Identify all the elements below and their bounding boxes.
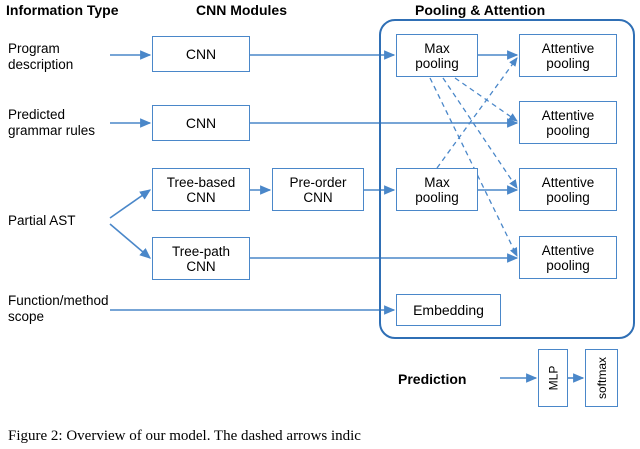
header-information-type: Information Type: [6, 2, 119, 18]
box-tree-based-cnn[interactable]: Tree-based CNN: [152, 168, 250, 211]
box-attentive-pooling-4[interactable]: Attentive pooling: [519, 236, 617, 279]
box-attentive-pooling-1[interactable]: Attentive pooling: [519, 34, 617, 77]
box-mlp[interactable]: MLP: [538, 349, 568, 407]
label-program-description: Program description: [8, 41, 74, 72]
box-embedding[interactable]: Embedding: [396, 294, 501, 326]
box-pre-order-cnn[interactable]: Pre-order CNN: [272, 168, 364, 211]
solid-arrows: [109, 50, 585, 383]
box-cnn-grammar[interactable]: CNN: [152, 105, 250, 141]
dashed-arrows: [429, 57, 518, 257]
box-softmax[interactable]: softmax: [585, 349, 618, 407]
box-attentive-pooling-3[interactable]: Attentive pooling: [519, 168, 617, 211]
header-cnn-modules: CNN Modules: [196, 2, 287, 18]
box-attentive-pooling-2[interactable]: Attentive pooling: [519, 101, 617, 144]
label-partial-ast: Partial AST: [8, 213, 76, 228]
box-cnn-description[interactable]: CNN: [152, 36, 250, 72]
header-pooling-attention: Pooling & Attention: [415, 2, 546, 18]
box-softmax-label: softmax: [594, 356, 609, 400]
pooling-attention-group: [379, 19, 635, 339]
figure-caption: Figure 2: Overview of our model. The das…: [8, 428, 361, 444]
box-max-pooling-2[interactable]: Max pooling: [396, 168, 478, 211]
label-predicted-grammar-rules: Predicted grammar rules: [8, 107, 96, 138]
label-prediction: Prediction: [398, 371, 467, 387]
box-max-pooling-1[interactable]: Max pooling: [396, 34, 478, 77]
box-mlp-label: MLP: [546, 365, 560, 391]
box-tree-path-cnn[interactable]: Tree-path CNN: [152, 237, 250, 280]
label-function-method-scope: Function/method scope: [8, 293, 109, 324]
